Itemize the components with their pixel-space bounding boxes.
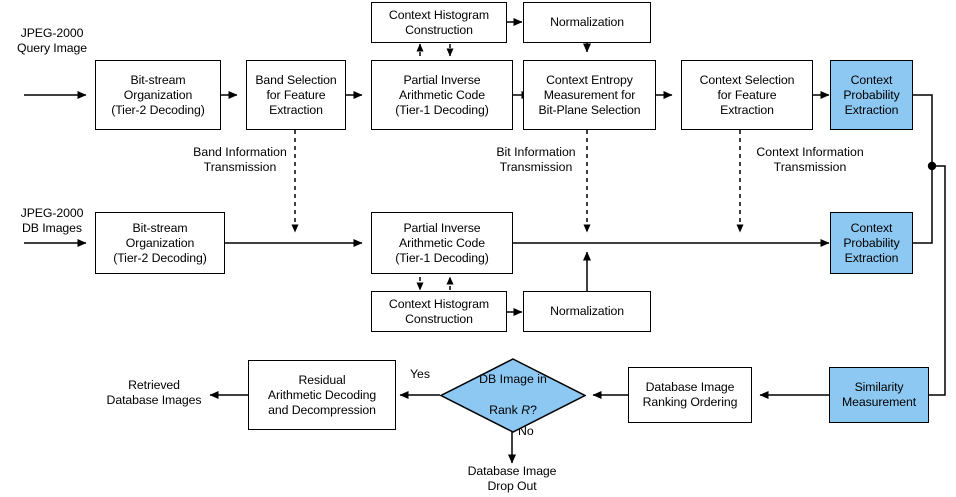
decision-rank-prefix: Rank: [489, 403, 522, 418]
diamond-shape: [439, 358, 587, 433]
node-query-bitstream-organization[interactable]: Bit-stream Organization (Tier-2 Decoding…: [95, 60, 221, 130]
output-label-retrieved: Retrieved Database Images: [106, 378, 202, 408]
transmission-label-bit: Bit Information Transmission: [496, 145, 576, 175]
decision-rank-suffix: ?: [530, 403, 537, 418]
decision-db-image-in-rank[interactable]: DB Image in Rank R?: [439, 358, 587, 433]
node-context-entropy-measurement[interactable]: Context Entropy Measurement for Bit-Plan…: [523, 60, 656, 130]
node-residual-arithmetic-decoding[interactable]: Residual Arithmetic Decoding and Decompr…: [248, 360, 396, 430]
decision-label: DB Image in Rank R?: [440, 358, 586, 433]
node-db-partial-inverse-arithmetic[interactable]: Partial Inverse Arithmetic Code (Tier-1 …: [371, 212, 513, 274]
node-label: Context Histogram Construction: [388, 296, 490, 326]
node-label: Context Probability Extraction: [843, 72, 900, 117]
node-db-context-histogram[interactable]: Context Histogram Construction: [371, 291, 507, 332]
node-query-context-probability-extraction[interactable]: Context Probability Extraction: [830, 60, 913, 130]
node-label: Context Histogram Construction: [388, 7, 490, 37]
transmission-label-band: Band Information Transmission: [193, 145, 287, 175]
node-label: Partial Inverse Arithmetic Code (Tier-1 …: [395, 220, 489, 265]
node-label: Bit-stream Organization (Tier-2 Decoding…: [113, 220, 207, 265]
node-label: Partial Inverse Arithmetic Code (Tier-1 …: [395, 72, 489, 117]
node-label: Band Selection for Feature Extraction: [255, 72, 337, 117]
node-label: Context Selection for Feature Extraction: [699, 72, 795, 117]
output-label-dropout: Database Image Drop Out: [467, 464, 557, 494]
input-label-query: JPEG-2000 Query Image: [17, 26, 87, 56]
decision-rank-variable: R: [521, 403, 531, 418]
node-label: Bit-stream Organization (Tier-2 Decoding…: [111, 72, 205, 117]
node-query-normalization[interactable]: Normalization: [523, 2, 651, 43]
node-label: Similarity Measurement: [841, 380, 917, 409]
node-label: Context Probability Extraction: [843, 220, 900, 265]
node-label: Normalization: [550, 304, 624, 318]
node-db-normalization[interactable]: Normalization: [523, 291, 651, 332]
node-context-selection[interactable]: Context Selection for Feature Extraction: [681, 60, 813, 130]
node-database-image-ranking[interactable]: Database Image Ranking Ordering: [628, 367, 752, 423]
node-label: Residual Arithmetic Decoding and Decompr…: [267, 372, 377, 417]
node-query-partial-inverse-arithmetic[interactable]: Partial Inverse Arithmetic Code (Tier-1 …: [371, 60, 513, 130]
node-label: Normalization: [550, 15, 624, 29]
decision-label-line2: Rank R?: [479, 403, 547, 418]
node-similarity-measurement[interactable]: Similarity Measurement: [829, 367, 929, 423]
node-band-selection[interactable]: Band Selection for Feature Extraction: [246, 60, 346, 130]
node-query-context-histogram[interactable]: Context Histogram Construction: [371, 2, 507, 43]
edge-label-yes: Yes: [409, 367, 431, 381]
input-label-db: JPEG-2000 DB Images: [20, 206, 84, 236]
decision-label-line1: DB Image in: [479, 372, 547, 387]
node-db-bitstream-organization[interactable]: Bit-stream Organization (Tier-2 Decoding…: [95, 212, 225, 274]
node-db-context-probability-extraction[interactable]: Context Probability Extraction: [830, 212, 913, 274]
node-label: Context Entropy Measurement for Bit-Plan…: [538, 72, 641, 117]
transmission-label-context: Context Information Transmission: [756, 145, 864, 175]
node-label: Database Image Ranking Ordering: [642, 380, 738, 409]
